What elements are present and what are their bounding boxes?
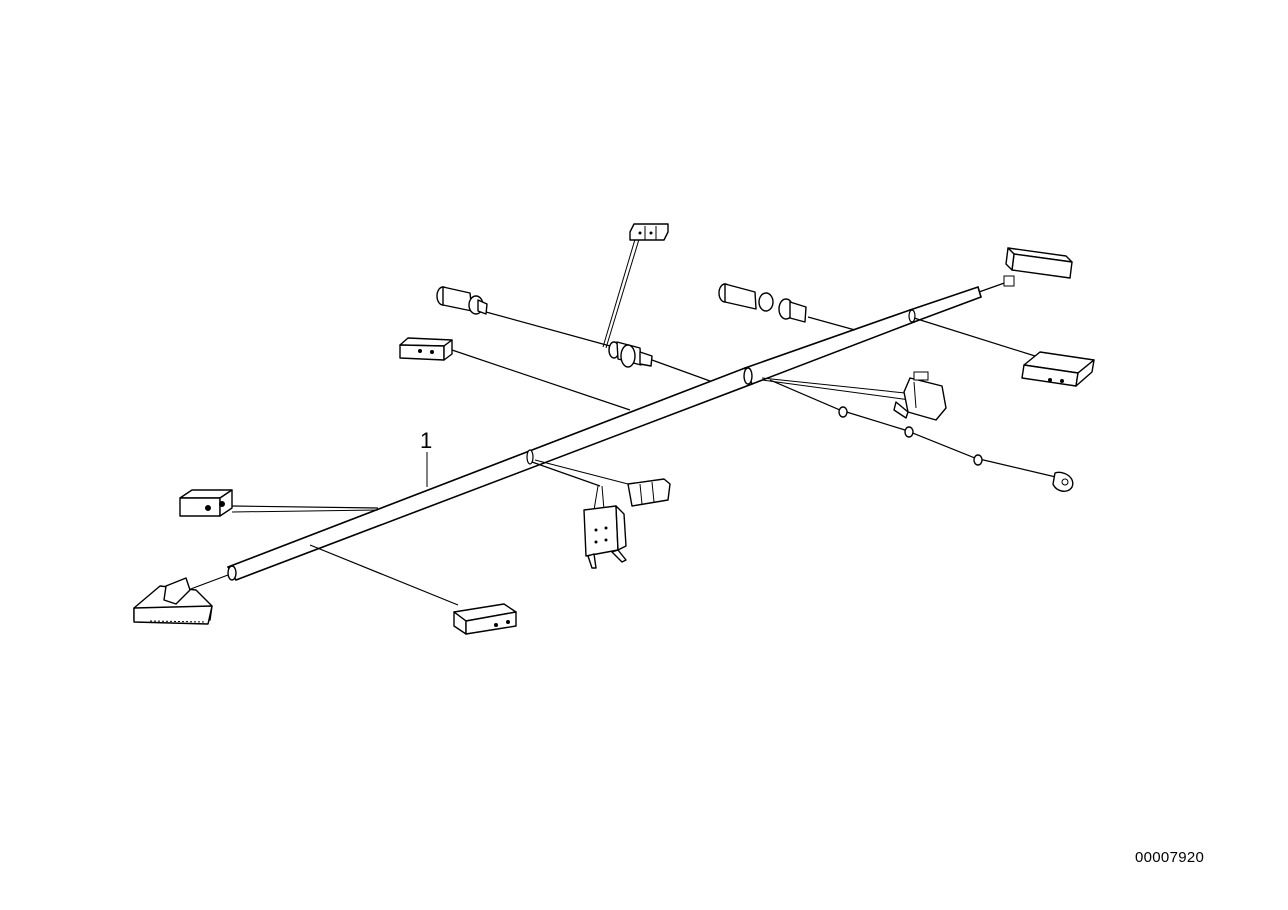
harness-trunk	[226, 280, 1011, 581]
connector-bottom-left	[133, 577, 213, 625]
connector-middle-upper	[627, 478, 671, 507]
sensor-top-left	[436, 286, 488, 315]
connector-left	[179, 489, 233, 517]
branch-wires	[187, 235, 1061, 606]
diagram-number: 00007920	[1135, 849, 1205, 866]
connector-bottom-right	[453, 603, 517, 635]
connector-middle-lower	[583, 505, 627, 569]
connector-right-top	[1003, 247, 1073, 287]
sensor-top-right	[718, 283, 807, 323]
sensor-middle	[608, 341, 653, 368]
connector-top	[629, 223, 669, 241]
ring-terminal	[838, 406, 1074, 492]
callout-1: 1	[420, 428, 432, 453]
connector-right-clip	[893, 371, 947, 421]
connector-right-middle	[1021, 351, 1095, 387]
connector-upper-left	[399, 337, 453, 361]
